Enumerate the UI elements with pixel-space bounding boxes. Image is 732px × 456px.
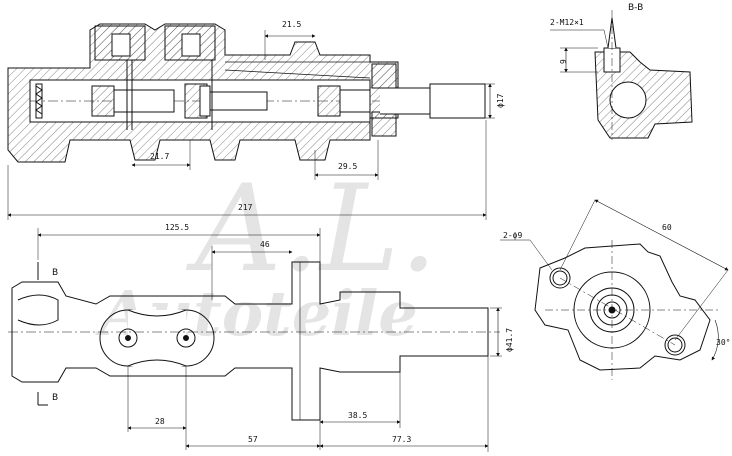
dim-phi17: ϕ17 [485, 83, 505, 119]
end-dim-60-label: 60 [662, 223, 672, 232]
dim-38-5-label: 38.5 [348, 411, 367, 420]
dim-125-5-label: 125.5 [165, 223, 189, 232]
thread-spec: 2-M12×1 [550, 18, 584, 27]
end-view [534, 240, 720, 380]
cut-mark-top: B [52, 268, 58, 278]
dim-77-3-label: 77.3 [392, 435, 411, 444]
dim-phi41-7-label: ϕ41.7 [505, 328, 514, 352]
dim-57-label: 57 [248, 435, 258, 444]
dim-28-label: 28 [155, 417, 165, 426]
top-section-view [7, 23, 486, 163]
dim-21-5: 21.5 [264, 20, 316, 60]
watermark-top: A.L. [185, 160, 438, 299]
dim-phi17-label: ϕ17 [496, 93, 505, 108]
end-holes-label: 2-ϕ9 [503, 231, 522, 240]
front-view [8, 261, 500, 421]
dim-21-7: 21.7 [131, 140, 191, 170]
cut-mark-bottom: B [52, 393, 58, 403]
section-label: B-B [628, 3, 643, 13]
dim-217-label: 217 [238, 203, 253, 212]
dim-21-7-label: 21.7 [150, 152, 169, 161]
end-angle-label: 30° [716, 338, 730, 347]
dim-46-label: 46 [260, 240, 270, 249]
depth-dim: 9 [559, 59, 568, 64]
dim-217: 217 [7, 120, 487, 220]
cut-marks [37, 262, 48, 406]
dim-21-5-label: 21.5 [282, 20, 301, 29]
watermark: A.L. Autoteile [95, 160, 438, 350]
dim-29-5-label: 29.5 [338, 162, 357, 171]
front-dims [37, 228, 502, 452]
end-view-dims [500, 199, 729, 361]
section-b-b [550, 10, 693, 140]
dim-29-5: 29.5 [314, 140, 379, 180]
